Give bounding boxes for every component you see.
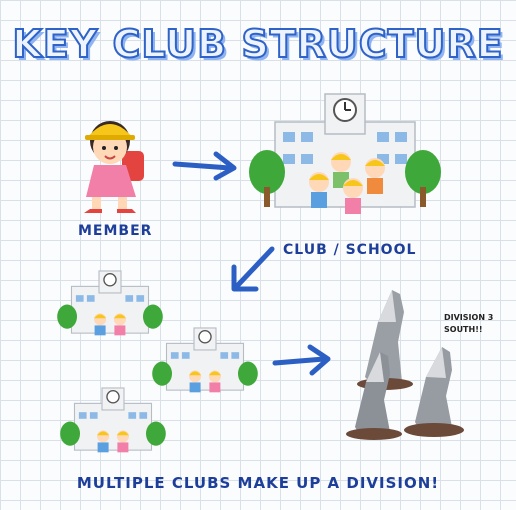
school-building-icon [152,327,258,393]
page-title: KEY CLUB STRUCTURE [11,21,504,67]
school-building-icon [249,93,441,214]
arrow-right-icon [272,344,331,376]
howling-wolves-icon [346,290,464,440]
arrow-right-icon [172,151,237,181]
footer-caption: MULTIPLE CLUBS MAKE UP A DIVISION! [76,474,440,492]
division-label-line1: DIVISION 3 [444,313,494,322]
member-label: MEMBER [78,223,153,239]
school-building-icon [60,387,166,453]
club-label: CLUB / SCHOOL [283,242,417,258]
school-building-icon [57,270,163,336]
arrow-down-left-icon [231,246,275,292]
division-label: DIVISION 3 SOUTH!! [444,312,493,336]
division-label-line2: SOUTH!! [444,325,483,334]
child-student-icon [84,121,144,213]
